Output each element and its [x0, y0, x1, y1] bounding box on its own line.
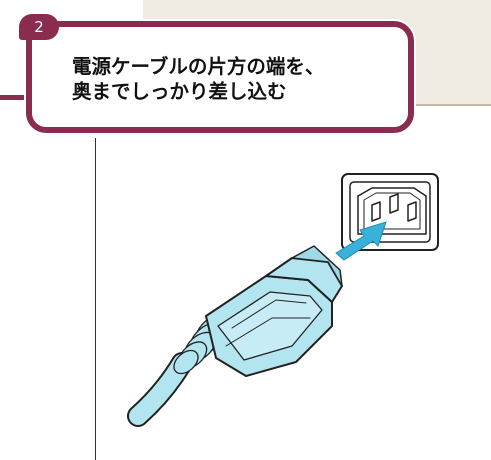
power-inlet-icon [341, 173, 439, 251]
step-number-badge: 2 [19, 14, 59, 40]
section-rule [0, 95, 40, 100]
step-callout [26, 21, 414, 133]
power-plug-icon [127, 245, 343, 427]
step-instruction: 電源ケーブルの片方の端を、 奥までしっかり差し込む [72, 54, 402, 104]
instruction-line-1: 電源ケーブルの片方の端を、 [72, 55, 325, 78]
instruction-line-2: 奥までしっかり差し込む [72, 80, 287, 103]
power-cable-illustration [127, 173, 439, 427]
divider-line [95, 138, 96, 460]
insert-arrow-icon [335, 221, 387, 261]
